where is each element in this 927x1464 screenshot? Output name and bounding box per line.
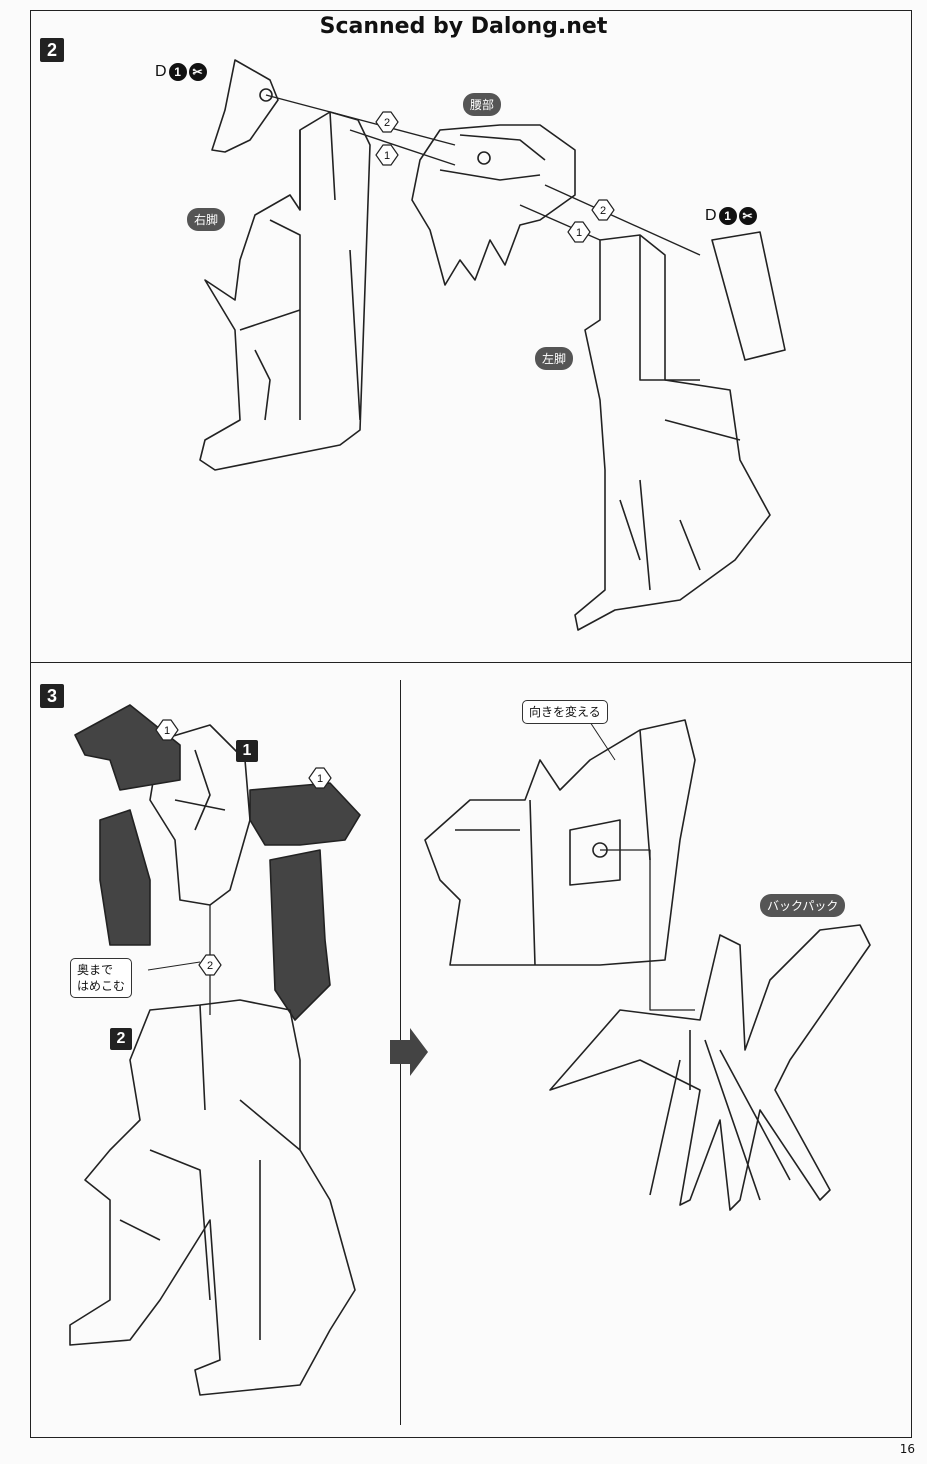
svg-text:2: 2 <box>384 117 390 129</box>
callout-change-direction: 向きを変える <box>522 700 608 725</box>
right-armor-part-d1 <box>211 59 279 153</box>
assembly-arrow-backpack <box>600 849 695 1011</box>
next-arrow-icon <box>390 1028 428 1076</box>
dark-arm-parts <box>74 704 361 1021</box>
upper-body-illustration <box>149 724 251 906</box>
label-left-leg: 左脚 <box>535 347 574 370</box>
sub-assembly-1-badge: 1 <box>236 740 258 762</box>
scan-watermark: Scanned by Dalong.net <box>0 14 927 39</box>
label-waist: 腰部 <box>463 93 502 116</box>
waist-illustration <box>411 124 576 286</box>
svg-text:2: 2 <box>207 960 213 972</box>
svg-text:1: 1 <box>317 773 323 785</box>
step-divider <box>30 662 912 663</box>
label-right-leg: 右脚 <box>187 208 226 231</box>
right-leg-illustration <box>199 111 371 471</box>
torso-rear-illustration <box>424 719 696 966</box>
callout-push-fully: 奥まで はめこむ <box>70 958 133 999</box>
svg-text:2: 2 <box>600 205 606 217</box>
cut-nipper-icon: ✂ <box>738 207 757 225</box>
backpack-illustration <box>549 924 871 1211</box>
svg-text:1: 1 <box>164 725 170 737</box>
part-number-badge: 1 <box>718 207 737 225</box>
part-number-badge: 1 <box>168 63 187 81</box>
step-number-2: 2 <box>40 38 64 62</box>
order-marks-step3 <box>155 719 332 976</box>
page-number: 16 <box>899 1442 915 1456</box>
cut-nipper-icon: ✂ <box>188 63 207 81</box>
part-reference-left: D 1 ✂ <box>155 63 207 81</box>
left-leg-illustration <box>574 234 771 631</box>
label-backpack: バックパック <box>760 894 846 917</box>
sub-assembly-2-badge: 2 <box>110 1028 132 1050</box>
page-frame <box>30 10 912 1438</box>
left-armor-part-d1 <box>711 231 786 361</box>
part-reference-right: D 1 ✂ <box>705 207 757 225</box>
lower-body-illustration <box>69 999 356 1396</box>
svg-text:1: 1 <box>576 227 582 239</box>
svg-text:1: 1 <box>384 150 390 162</box>
step-number-3: 3 <box>40 684 64 708</box>
order-marks-step2 <box>375 111 615 243</box>
